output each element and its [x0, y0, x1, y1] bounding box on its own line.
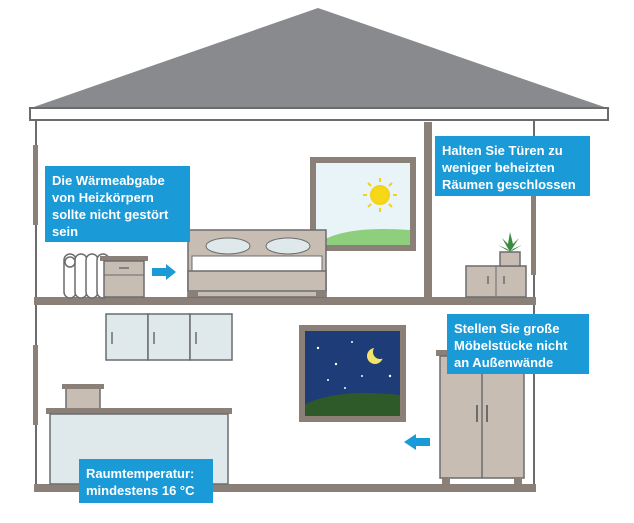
- callout-radiator: Die Wärmeabgabe von Heizkörpern sollte n…: [45, 166, 190, 242]
- left-wall-window-edge-top: [33, 145, 38, 225]
- nightstand-left: [100, 256, 148, 298]
- left-wall-window-edge-bottom: [33, 345, 38, 425]
- sun-icon: [363, 178, 397, 212]
- ground-floor: [34, 484, 536, 492]
- wall-cabinets: [105, 313, 233, 361]
- callout-temperature: Raumtemperatur: mindestens 16 °C: [79, 459, 213, 503]
- callout-doors: Halten Sie Türen zu weniger beheizten Rä…: [435, 136, 590, 196]
- plant-icon: [498, 232, 522, 267]
- roof-eave: [29, 107, 609, 121]
- bed-icon: [187, 229, 327, 298]
- callout-furniture: Stellen Sie große Möbelstücke nicht an A…: [447, 314, 589, 374]
- day-window: [310, 157, 416, 251]
- right-wall-window-edge-top: [531, 180, 536, 275]
- night-window: [299, 325, 406, 422]
- arrow-right-icon: [152, 264, 176, 280]
- moon-icon: [367, 345, 387, 364]
- upper-floor: [34, 297, 536, 305]
- stars: [316, 341, 392, 389]
- wardrobe-icon: [436, 350, 528, 484]
- arrow-left-icon: [404, 434, 430, 450]
- nightstand-right: [465, 265, 527, 298]
- roof: [28, 8, 610, 109]
- radiator-icon: [63, 253, 110, 299]
- door-frame: [424, 122, 432, 297]
